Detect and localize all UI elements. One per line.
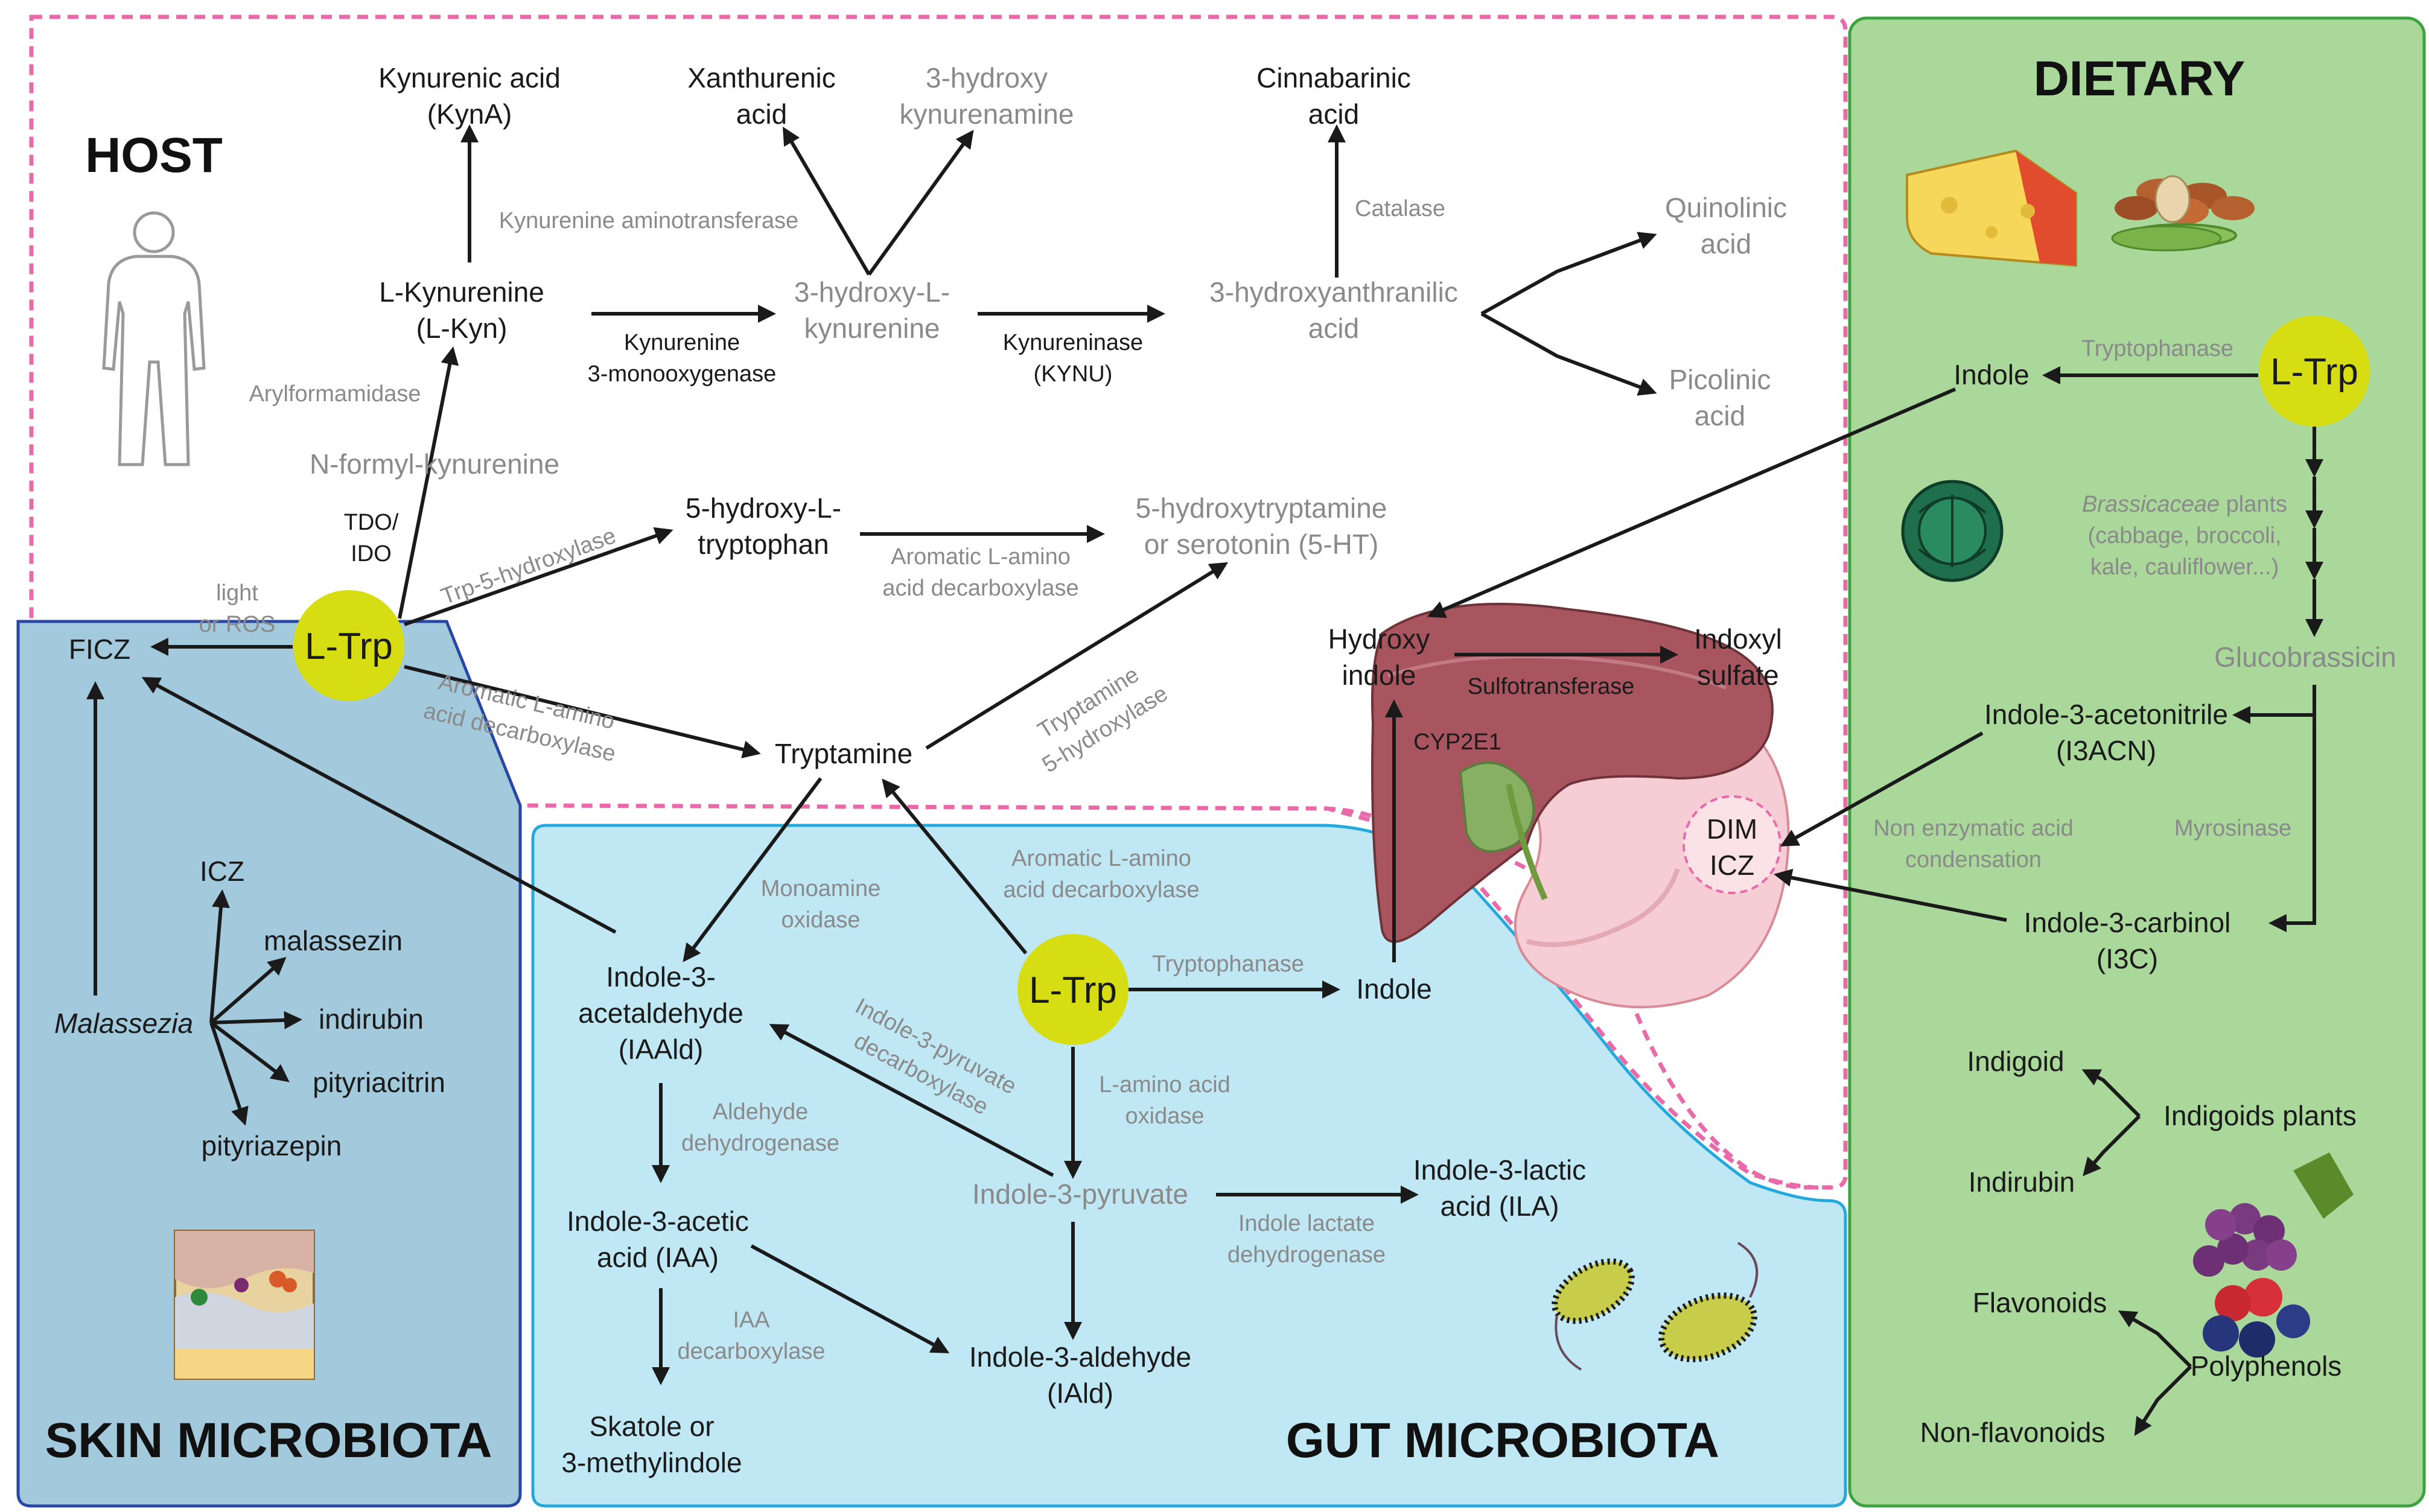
cabbage-icon [1901, 480, 2004, 582]
skin-microbiota-region [16, 620, 522, 1508]
hydroxytryptophan-label: 5-hydroxy-L-tryptophan [686, 492, 841, 560]
indole-gut-label: Indole [1356, 973, 1431, 1005]
liver-illustration [1371, 603, 1790, 1009]
kynurenine-aminotransferase-label: Kynurenine aminotransferase [499, 208, 798, 233]
indigoids-plants-label: Indigoids plants [2163, 1100, 2357, 1131]
indole-acetaldehyde-label: Indole-3-acetaldehyde(IAAld) [578, 961, 743, 1065]
tryptamine-5-hydroxylase-label: Tryptamine5-hydroxylase [1021, 654, 1172, 778]
flavonoids-label: Flavonoids [1973, 1287, 2107, 1318]
kynureninase-label: Kynureninase(KYNU) [1003, 330, 1143, 387]
tryptamine-label: Tryptamine [775, 738, 912, 769]
myrosinase-label: Myrosinase [2174, 816, 2291, 841]
host-region [29, 14, 1848, 1190]
trp-node-gut [1017, 934, 1129, 1045]
trp-node-host [293, 590, 404, 701]
tdo-ido-label: TDO/IDO [344, 510, 399, 567]
malassezia-label: Malassezia [54, 1008, 193, 1039]
pathway-arrows [86, 124, 2323, 1437]
trp-5-hydroxylase-label: Trp-5-hydroxylase [438, 523, 619, 610]
malassezin-label: malassezin [264, 925, 403, 956]
skin-microbiota-title: SKIN MICROBIOTA [45, 1413, 492, 1468]
glucobrassicin-label: Glucobrassicin [2214, 641, 2396, 673]
non-flavonoids-label: Non-flavonoids [1920, 1417, 2106, 1448]
trp-label-host: L-Trp [305, 626, 393, 667]
indole-dietary-label: Indole [1953, 359, 2029, 390]
indigoid-label: Indigoid [1967, 1046, 2064, 1077]
gut-microbiota-title: GUT MICROBIOTA [1286, 1413, 1719, 1468]
host-title: HOST [85, 128, 223, 183]
grapes-berries-icon [2193, 1152, 2354, 1358]
polyphenols-label: Polyphenols [2191, 1350, 2342, 1382]
hydroxykynurenine-label: 3-hydroxy-L-kynurenine [794, 276, 950, 344]
indirubin-dietary-label: Indirubin [1969, 1166, 2075, 1198]
cyp2e1-label: CYP2E1 [1413, 729, 1501, 755]
indole-carbinol-label: Indole-3-carbinol(I3C) [2024, 907, 2231, 974]
pityriazepin-label: pityriazepin [202, 1130, 342, 1161]
kynurenic-acid-label: Kynurenic acid(KynA) [378, 62, 561, 130]
cheese-icon [1906, 149, 2077, 267]
indole-acetonitrile-label: Indole-3-acetonitrile(I3ACN) [1984, 699, 2228, 766]
indole-pyruvate-label: Indole-3-pyruvate [972, 1178, 1188, 1210]
tryptophanase-gut-label: Tryptophanase [1152, 951, 1304, 977]
trp-node-dietary [2259, 316, 2370, 427]
brassicaceae-label: Brassicaceae plants [2082, 492, 2287, 517]
brassicaceae-list-label: (cabbage, broccoli,kale, cauliflower...) [2087, 523, 2281, 580]
indole-aldehyde-label: Indole-3-aldehyde(IAld) [969, 1341, 1191, 1409]
icz-label: ICZ [200, 856, 244, 887]
dietary-title: DIETARY [2034, 51, 2246, 106]
tryptophanase-dietary-label: Tryptophanase [2081, 336, 2233, 361]
kynurenine-label: L-Kynurenine(L-Kyn) [379, 276, 544, 344]
bacteria-icon [1552, 1242, 1759, 1371]
arylformamidase-label: Arylformamidase [249, 381, 421, 407]
n-formyl-kynurenine-label: N-formyl-kynurenine [310, 448, 559, 480]
catalase-label: Catalase [1355, 196, 1445, 221]
ficz-label: FICZ [69, 634, 130, 665]
human-silhouette-icon [102, 211, 206, 466]
sulfotransferase-label: Sulfotransferase [1468, 674, 1635, 699]
trp-label-dietary: L-Trp [2270, 351, 2358, 393]
trp-label-gut: L-Trp [1029, 970, 1117, 1011]
pityriacitrin-label: pityriacitrin [313, 1067, 445, 1098]
nuts-legumes-icon [2111, 175, 2255, 252]
skin-layers-icon [174, 1230, 315, 1380]
indirubin-skin-label: indirubin [319, 1003, 424, 1035]
